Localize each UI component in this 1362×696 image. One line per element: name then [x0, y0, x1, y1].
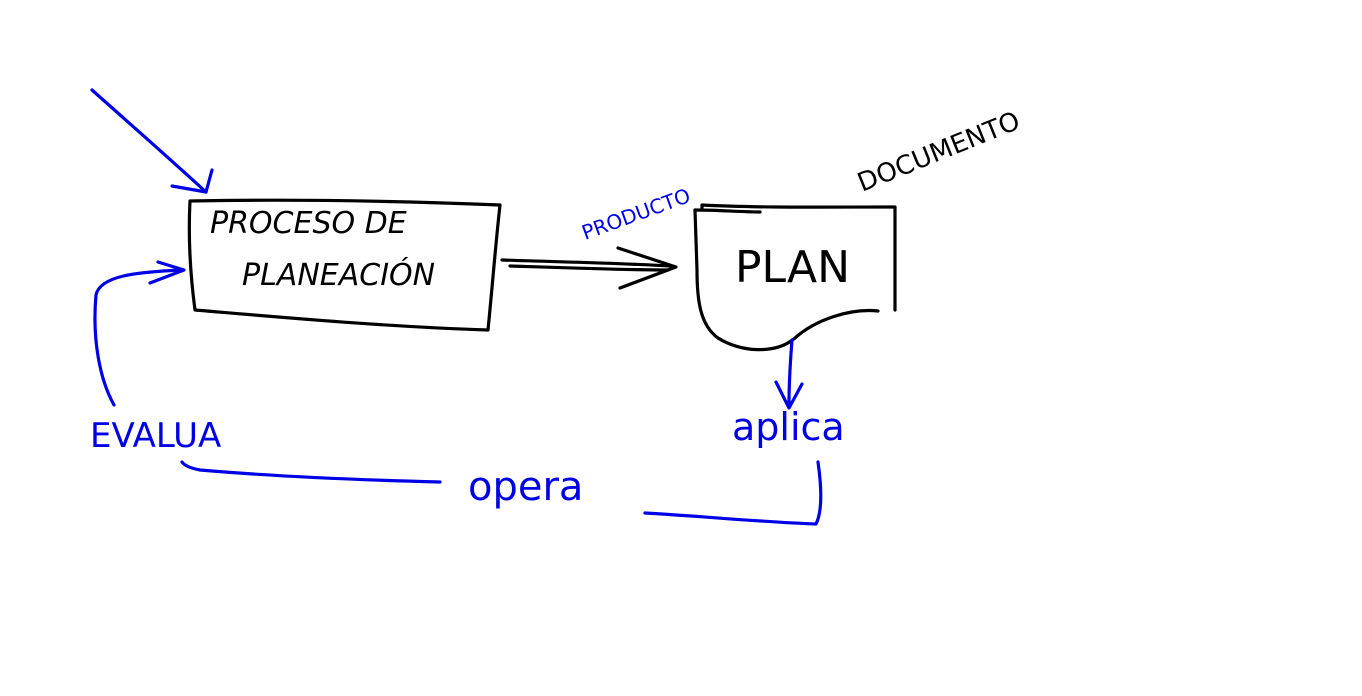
- document-label: DOCUMENTO: [853, 106, 1024, 198]
- aplica-label: aplica: [732, 405, 845, 449]
- plan-label: PLAN: [735, 242, 850, 293]
- process-box: PROCESO DE PLANEACIÓN: [187, 198, 502, 332]
- process-label-line1: PROCESO DE: [210, 206, 407, 241]
- opera-label: opera: [468, 464, 583, 510]
- plan-document-shape: PLAN: [693, 203, 897, 352]
- feedback-loop-line: [180, 460, 823, 526]
- process-label-line2: PLANEACIÓN: [242, 256, 435, 293]
- incoming-arrow: [90, 88, 214, 194]
- evalua-to-process-arrow: [93, 260, 186, 407]
- evalua-label: EVALUA: [90, 416, 221, 456]
- product-label: PRODUCTO: [579, 183, 694, 244]
- product-arrow: [500, 246, 678, 290]
- plan-to-aplica-arrow: [774, 338, 804, 410]
